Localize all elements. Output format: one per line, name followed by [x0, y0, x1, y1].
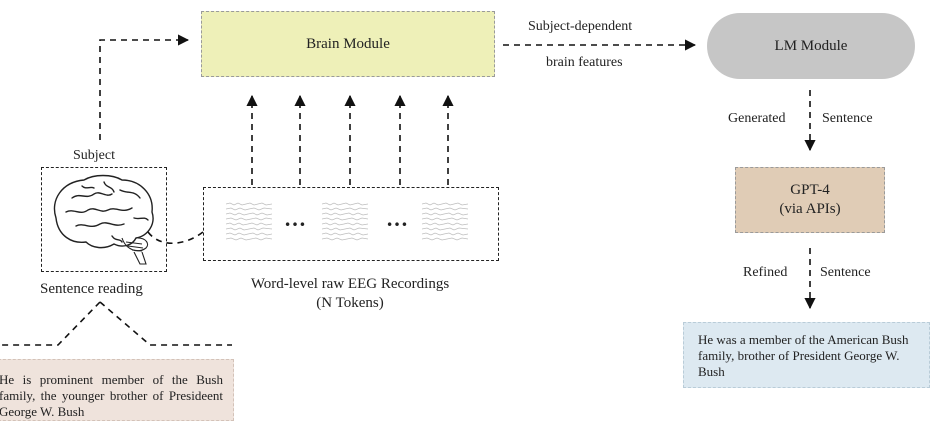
eeg-caption-line2: (N Tokens)	[316, 295, 384, 311]
subject-label: Subject	[73, 148, 115, 163]
edge-label-subject-dependent: Subject-dependent	[528, 19, 633, 34]
subject-box	[41, 167, 167, 272]
gpt4-sublabel: (via APIs)	[779, 201, 841, 217]
input-sentence-box: He is prominent member of the Bush famil…	[0, 359, 234, 421]
eeg-caption-line1: Word-level raw EEG Recordings	[250, 276, 450, 292]
ellipsis-2: …	[386, 206, 409, 231]
eeg-caption: Word-level raw EEG Recordings (N Tokens)	[203, 275, 497, 313]
connector-brain-to-eeg	[147, 231, 204, 244]
zoom-line-left	[0, 301, 101, 346]
brain-module-box: Brain Module	[201, 11, 495, 77]
edge-label-refined: Refined	[743, 265, 788, 280]
edge-label-sentence-2: Sentence	[820, 265, 871, 280]
edge-label-brain-features: brain features	[546, 55, 623, 70]
brain-module-label: Brain Module	[306, 35, 390, 52]
lm-module-label: LM Module	[774, 37, 848, 54]
edge-label-sentence-1: Sentence	[822, 111, 873, 126]
lm-module-box: LM Module	[707, 13, 915, 79]
sentence-reading-label: Sentence reading	[40, 281, 143, 297]
eeg-waveform-icon	[422, 202, 468, 241]
gpt4-label: GPT-4	[790, 182, 830, 198]
eeg-recordings-box: … …	[203, 187, 499, 261]
gpt4-box: GPT-4 (via APIs)	[735, 167, 885, 233]
ellipsis-1: …	[284, 206, 307, 231]
eeg-waveform-icon	[226, 202, 272, 241]
eeg-waveform-icon	[322, 202, 368, 241]
edge-label-generated: Generated	[728, 111, 786, 126]
refined-sentence-box: He was a member of the American Bush fam…	[683, 322, 930, 388]
refined-sentence-text: He was a member of the American Bush fam…	[698, 332, 909, 379]
brain-icon	[53, 174, 154, 265]
input-sentence-text: He is prominent member of the Bush famil…	[0, 372, 223, 419]
arrow-subject-to-brain-module	[99, 34, 190, 140]
